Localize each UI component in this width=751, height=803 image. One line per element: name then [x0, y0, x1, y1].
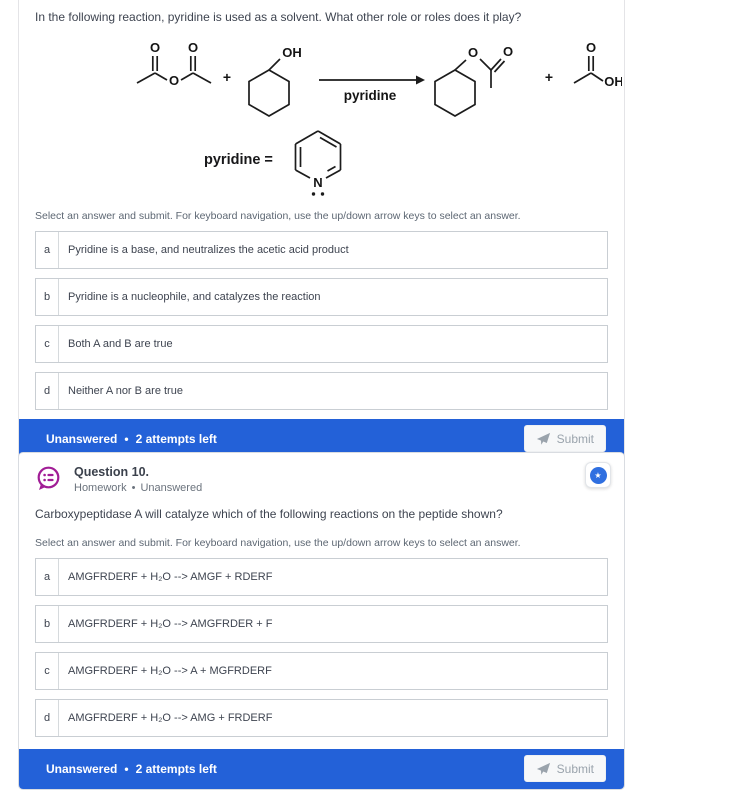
- status-text: Unanswered • 2 attempts left: [46, 762, 217, 776]
- atom-label-o: O: [188, 40, 198, 55]
- status-text: Unanswered • 2 attempts left: [46, 432, 217, 446]
- answer-option-a[interactable]: a Pyridine is a base, and neutralizes th…: [35, 230, 608, 269]
- meta-status: Unanswered: [140, 482, 203, 494]
- send-icon: [536, 432, 550, 445]
- answer-instruction: Select an answer and submit. For keyboar…: [35, 209, 521, 222]
- lone-pair-dot: [311, 191, 316, 196]
- submit-button[interactable]: Submit: [523, 425, 606, 453]
- question-footer: Unanswered • 2 attempts left Submit: [19, 748, 624, 789]
- answer-instruction: Select an answer and submit. For keyboar…: [35, 536, 521, 549]
- option-text: AMGFRDERF + H₂O --> A + MGFRDERF: [68, 664, 272, 677]
- pyridine-definition-label: pyridine =: [204, 151, 273, 168]
- answer-option-a[interactable]: a AMGFRDERF + H₂O --> AMGF + RDERF: [35, 557, 608, 596]
- option-text: Both A and B are true: [68, 337, 173, 350]
- status-unanswered: Unanswered: [46, 431, 118, 446]
- option-text: Pyridine is a nucleophile, and catalyzes…: [68, 290, 321, 303]
- submit-button[interactable]: Submit: [523, 755, 606, 783]
- plus-sign: +: [545, 69, 553, 85]
- option-letter: d: [36, 372, 59, 409]
- question-header: Question 10. Homework • Unanswered ★: [19, 453, 624, 494]
- answer-option-d[interactable]: d Neither A nor B are true: [35, 371, 608, 410]
- question-bubble-icon: [37, 466, 60, 490]
- atom-label-o: O: [586, 40, 596, 55]
- option-text: AMGFRDERF + H₂O --> AMGFRDER + F: [68, 617, 273, 630]
- meta-category: Homework: [74, 482, 127, 494]
- option-text: Neither A nor B are true: [68, 384, 183, 397]
- answer-option-b[interactable]: b Pyridine is a nucleophile, and catalyz…: [35, 277, 608, 316]
- option-text: AMGFRDERF + H₂O --> AMG + FRDERF: [68, 711, 273, 724]
- star-icon: ★: [589, 466, 607, 484]
- atom-label-o: O: [468, 45, 478, 60]
- atom-label-oh: OH: [604, 74, 622, 89]
- option-text: AMGFRDERF + H₂O --> AMGF + RDERF: [68, 570, 273, 583]
- meta-separator: •: [131, 482, 136, 494]
- question-prompt: In the following reaction, pyridine is u…: [35, 10, 522, 24]
- attempts-left: 2 attempts left: [135, 431, 217, 446]
- answer-option-d[interactable]: d AMGFRDERF + H₂O --> AMG + FRDERF: [35, 698, 608, 737]
- question-card-10: Question 10. Homework • Unanswered ★ Car…: [18, 452, 625, 790]
- answer-option-b[interactable]: b AMGFRDERF + H₂O --> AMGFRDER + F: [35, 604, 608, 643]
- plus-sign: +: [223, 69, 231, 85]
- submit-label: Submit: [556, 761, 594, 776]
- question-number: Question 10.: [74, 465, 150, 479]
- atom-label-o: O: [503, 44, 513, 59]
- attempts-left: 2 attempts left: [135, 761, 217, 776]
- arrow-label: pyridine: [344, 88, 397, 103]
- card-action-button[interactable]: ★: [585, 462, 611, 488]
- option-letter: a: [36, 231, 59, 268]
- status-unanswered: Unanswered: [46, 761, 118, 776]
- question-footer: Unanswered • 2 attempts left Submit: [19, 418, 624, 459]
- send-icon: [536, 762, 550, 775]
- question-meta: Homework • Unanswered: [74, 482, 202, 494]
- option-letter: a: [36, 558, 59, 595]
- pyridine-structure-drawing: N: [294, 129, 342, 196]
- option-letter: c: [36, 325, 59, 362]
- submit-label: Submit: [556, 431, 594, 446]
- reaction-scheme-drawing: O O O + OH pyridine O O + O OH: [136, 40, 622, 117]
- atom-label-o: O: [150, 40, 160, 55]
- lone-pair-dot: [320, 191, 325, 196]
- option-letter: b: [36, 605, 59, 642]
- option-text: Pyridine is a base, and neutralizes the …: [68, 243, 349, 256]
- atom-label-o: O: [169, 73, 179, 88]
- answer-option-c[interactable]: c Both A and B are true: [35, 324, 608, 363]
- pyridine-definition: pyridine = N: [204, 120, 624, 200]
- option-letter: b: [36, 278, 59, 315]
- status-separator: •: [124, 761, 129, 776]
- atom-label-n: N: [313, 175, 322, 190]
- question-card-pyridine: In the following reaction, pyridine is u…: [18, 0, 625, 459]
- option-letter: d: [36, 699, 59, 736]
- answer-option-c[interactable]: c AMGFRDERF + H₂O --> A + MGFRDERF: [35, 651, 608, 690]
- question-prompt: Carboxypeptidase A will catalyze which o…: [35, 507, 503, 521]
- option-letter: c: [36, 652, 59, 689]
- question-title-block: Question 10. Homework • Unanswered: [74, 465, 202, 494]
- arrow-head: [416, 75, 425, 85]
- atom-label-oh: OH: [282, 45, 302, 60]
- status-separator: •: [124, 431, 129, 446]
